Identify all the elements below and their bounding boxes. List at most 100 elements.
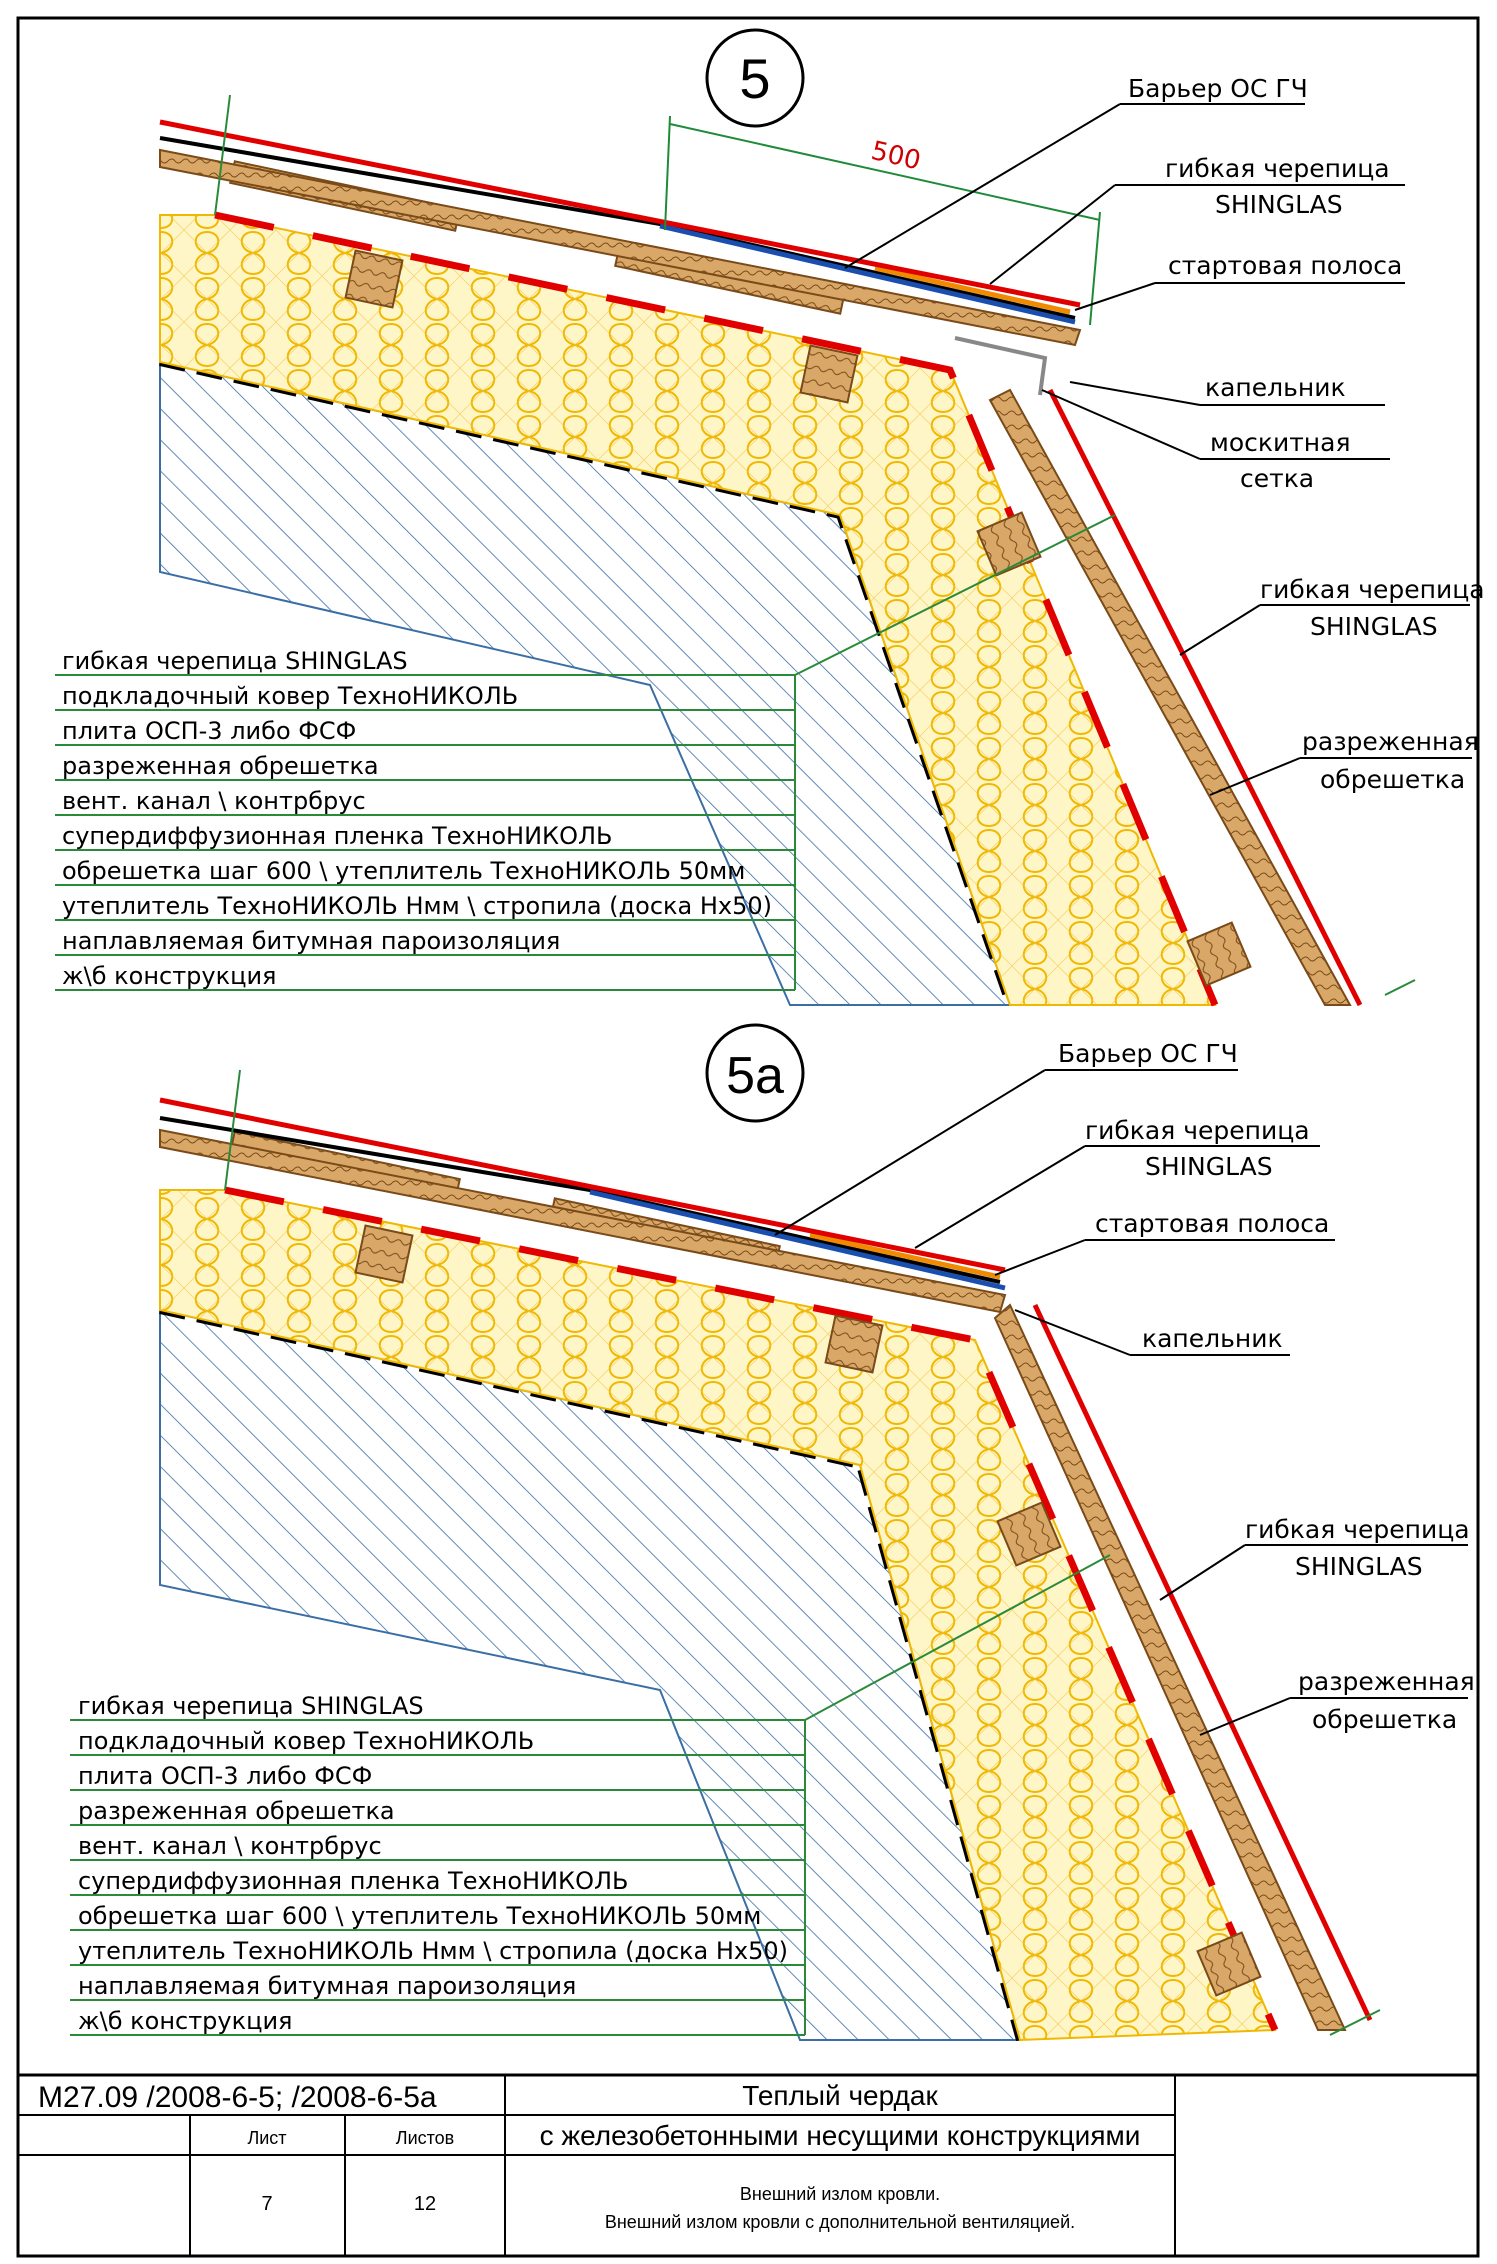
insulation-layer [159, 214, 1217, 1006]
svg-text:Барьер ОС ГЧ: Барьер ОС ГЧ [1128, 74, 1308, 103]
svg-text:Барьер ОС ГЧ: Барьер ОС ГЧ [1058, 1039, 1238, 1068]
layer-item: вент. канал \ контрбрус [78, 1832, 382, 1860]
starter-strip [874, 265, 1071, 315]
callout-side-shingle: гибкая черепица SHINGLAS [1159, 1515, 1470, 1601]
callout-side-shingle: гибкая черепица SHINGLAS [1179, 575, 1485, 656]
osb-board [159, 148, 1082, 347]
layer-item: супердиффузионная пленка ТехноНИКОЛЬ [78, 1867, 629, 1895]
layer-item: наплавляемая битумная пароизоляция [78, 1972, 576, 2000]
layer-item: подкладочный ковер ТехноНИКОЛЬ [78, 1727, 534, 1755]
rafter-block [996, 1501, 1062, 1567]
layer-item: разреженная обрешетка [62, 752, 379, 780]
layer-item: подкладочный ковер ТехноНИКОЛЬ [62, 682, 518, 710]
description-2: Внешний излом кровли с дополнительной ве… [605, 2212, 1075, 2232]
svg-text:стартовая полоса: стартовая полоса [1168, 251, 1402, 280]
layer-item: гибкая черепица SHINGLAS [78, 1692, 424, 1720]
svg-text:обрешетка: обрешетка [1312, 1705, 1457, 1734]
rafter-block [354, 1224, 414, 1284]
svg-text:гибкая черепица: гибкая черепица [1260, 575, 1485, 604]
layer-item: утеплитель ТехноНИКОЛЬ Нмм \ стропила (д… [62, 892, 772, 920]
layer-list-leader [794, 514, 1116, 676]
rafter-block [344, 249, 404, 309]
callout-barrier: Барьер ОС ГЧ [774, 1039, 1238, 1236]
callout-drip: капельник [1069, 373, 1385, 406]
side-shingles-red [1047, 388, 1363, 1007]
rafter-block [799, 344, 859, 404]
shingles-red [159, 119, 1081, 308]
callout-starter: стартовая полоса [994, 1209, 1335, 1276]
svg-text:сетка: сетка [1240, 464, 1314, 493]
layer-list-5a: гибкая черепица SHINGLAS подкладочный ко… [70, 1692, 806, 2036]
svg-text:капельник: капельник [1142, 1324, 1283, 1353]
layer-item: плита ОСП-3 либо ФСФ [62, 717, 356, 745]
osb-board-side [993, 1303, 1347, 2031]
svg-text:москитная: москитная [1210, 428, 1351, 457]
callout-mesh: москитная сетка [1041, 389, 1390, 493]
sheets-value: 12 [414, 2193, 436, 2215]
sheet-value: 7 [261, 2193, 272, 2215]
detail-5a: 5а Барьер ОС ГЧ гибкая черепица SHINGLAS… [70, 1023, 1475, 2042]
starter-strip [809, 1232, 1001, 1280]
osb-board [159, 1128, 1007, 1314]
title-block-code: М27.09 /2008-6-5; /2008-6-5а [38, 2081, 437, 2114]
wall-line-green-2 [1329, 2009, 1381, 2036]
side-shingles-red [1032, 1303, 1373, 2022]
description-1: Внешний излом кровли. [740, 2184, 940, 2204]
layer-item: утеплитель ТехноНИКОЛЬ Нмм \ стропила (д… [78, 1937, 788, 1965]
layer-item: ж\б конструкция [62, 962, 277, 990]
sheet-label: Лист [247, 2128, 286, 2148]
svg-text:капельник: капельник [1205, 373, 1346, 402]
callout-shingle: гибкая черепица SHINGLAS [914, 1116, 1320, 1249]
layer-list-5: гибкая черепица SHINGLAS подкладочный ко… [55, 647, 796, 991]
rafter-block [1196, 1931, 1262, 1997]
insulation-layer [159, 1189, 1277, 2042]
svg-text:обрешетка: обрешетка [1320, 765, 1465, 794]
rafter-block [1186, 921, 1252, 987]
detail-marker-5-text: 5 [739, 47, 770, 110]
blue-underlay [659, 223, 1076, 325]
wall-line-green [224, 1069, 241, 1191]
svg-text:SHINGLAS: SHINGLAS [1310, 612, 1438, 641]
layer-item: супердиффузионная пленка ТехноНИКОЛЬ [62, 822, 613, 850]
sheets-label: Листов [396, 2128, 454, 2148]
black-underlay [159, 1116, 1001, 1284]
osb-board-side [988, 388, 1352, 1006]
detail-marker-5a-text: 5а [726, 1047, 784, 1105]
diffusion-membrane [224, 1186, 1279, 2032]
layer-item: плита ОСП-3 либо ФСФ [78, 1762, 372, 1790]
layer-item: вент. канал \ контрбрус [62, 787, 366, 815]
layer-item: наплавляемая битумная пароизоляция [62, 927, 560, 955]
svg-text:гибкая черепица: гибкая черепица [1165, 154, 1390, 183]
callout-starter: стартовая полоса [1074, 251, 1405, 311]
detail-marker-5a [705, 1023, 805, 1123]
svg-text:гибкая черепица: гибкая черепица [1085, 1116, 1310, 1145]
blue-underlay [589, 1189, 1006, 1291]
layer-item: ж\б конструкция [78, 2007, 293, 2035]
svg-text:SHINGLAS: SHINGLAS [1145, 1152, 1273, 1181]
title-block-title-1: Теплый чердак [742, 2080, 938, 2111]
callout-shingle: гибкая черепица SHINGLAS [989, 154, 1405, 285]
wall-line-green-2 [1384, 979, 1416, 996]
svg-text:гибкая черепица: гибкая черепица [1245, 1515, 1470, 1544]
detail-5: 500 5 Барьер ОС ГЧ гибкая черепица SHING… [55, 28, 1485, 1007]
title-block: М27.09 /2008-6-5; /2008-6-5а Теплый черд… [16, 2073, 1480, 2258]
layer-item: обрешетка шаг 600 \ утеплитель ТехноНИКО… [62, 857, 745, 885]
diffusion-membrane [214, 211, 1219, 1007]
title-block-title-2: с железобетонными несущими конструкциями [540, 2120, 1141, 2151]
callout-side-lath: разреженная обрешетка [1199, 1667, 1475, 1736]
callout-drip: капельник [1014, 1309, 1290, 1356]
callout-barrier: Барьер ОС ГЧ [844, 74, 1308, 269]
shingles-red [159, 1097, 1006, 1273]
detail-marker-5 [705, 28, 805, 128]
svg-text:разреженная: разреженная [1302, 727, 1479, 756]
svg-text:стартовая полоса: стартовая полоса [1095, 1209, 1329, 1238]
layer-list-leader [804, 1554, 1111, 1721]
drip-edge [954, 336, 1048, 396]
layer-item: разреженная обрешетка [78, 1797, 395, 1825]
svg-text:SHINGLAS: SHINGLAS [1215, 190, 1343, 219]
rafter-block [824, 1314, 884, 1374]
svg-text:SHINGLAS: SHINGLAS [1295, 1552, 1423, 1581]
wall-line-green [214, 94, 231, 216]
callout-side-lath: разреженная обрешетка [1209, 727, 1479, 796]
layer-item: обрешетка шаг 600 \ утеплитель ТехноНИКО… [78, 1902, 761, 1930]
